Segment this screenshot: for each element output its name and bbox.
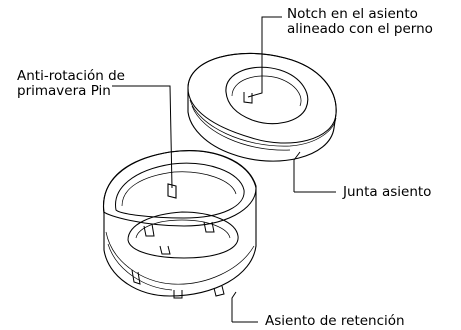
seat-gasket-callout: Junta asiento <box>343 184 432 200</box>
notch-callout: Notch en el asiento alineado con el pern… <box>287 7 433 37</box>
anti-rotation-callout-line1: Anti-rotación de <box>17 68 125 84</box>
retainer-seat-callout: Asiento de retención <box>265 313 405 329</box>
anti-rotation-callout-line2: primavera Pin <box>17 83 111 99</box>
retainer-seat-ring <box>102 150 257 299</box>
notch-callout-line2: alineado con el perno <box>287 21 433 37</box>
leader-lines <box>112 16 336 323</box>
notch-callout-line1: Notch en el asiento <box>287 6 418 22</box>
anti-rotation-pin-callout: Anti-rotación de primavera Pin <box>17 69 125 99</box>
seat-gasket-ring <box>187 52 337 162</box>
